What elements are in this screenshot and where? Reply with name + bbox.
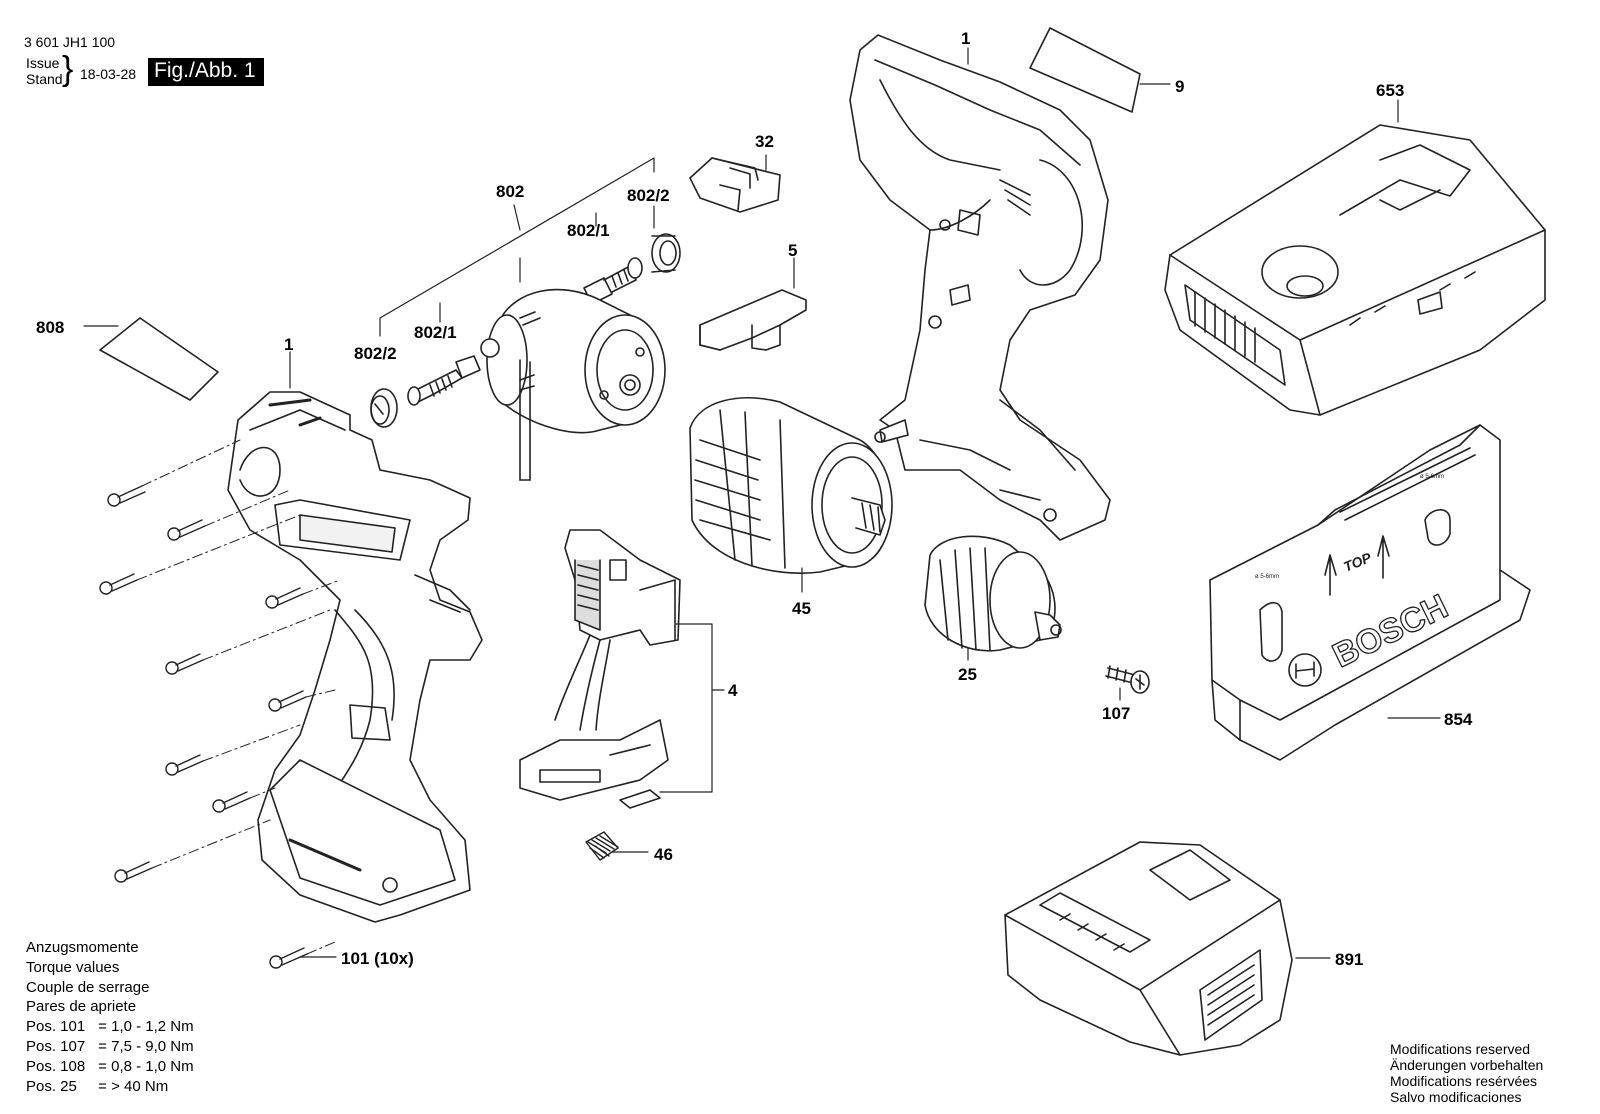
callout-101: 101 (10x) — [341, 949, 414, 968]
modifications-line: Modifications reserved — [1390, 1041, 1531, 1057]
callout-808: 808 — [36, 318, 64, 337]
issue-label: Issue — [26, 55, 60, 71]
torque-row: Pos. 25 = > 40 Nm — [26, 1077, 194, 1097]
torque-value: = 7,5 - 9,0 Nm — [98, 1037, 194, 1055]
callout-32: 32 — [755, 132, 774, 151]
torque-row: Pos. 108 = 0,8 - 1,0 Nm — [26, 1057, 194, 1077]
part-32-slider — [689, 157, 781, 213]
part-1-housing-left — [227, 391, 483, 923]
part-802-2-cap-right — [651, 233, 681, 273]
part-653-charger — [1164, 124, 1546, 416]
part-45-gearbox — [689, 397, 893, 574]
callout-1-left: 1 — [284, 335, 293, 354]
callout-labels: 808 1 802/2 802/1 802 802/1 802/2 32 5 1… — [36, 29, 1473, 969]
part-5-switch — [699, 289, 807, 351]
torque-value: = 1,0 - 1,2 Nm — [98, 1018, 194, 1036]
callout-46: 46 — [654, 845, 673, 864]
torque-title-es: Pares de apriete — [26, 998, 137, 1016]
torque-pos: Pos. 108 — [26, 1057, 86, 1075]
modifications-line: Salvo modificaciones — [1390, 1089, 1522, 1105]
callout-891: 891 — [1335, 950, 1363, 969]
callout-45: 45 — [792, 599, 811, 618]
screw-101-j — [269, 947, 308, 969]
callout-802: 802 — [496, 182, 524, 201]
part-802-motor — [480, 288, 666, 481]
callout-802-1-left: 802/1 — [414, 323, 457, 342]
modifications-notice: Modifications reserved Änderungen vorbeh… — [1390, 1041, 1543, 1105]
torque-pos: Pos. 25 — [26, 1077, 77, 1095]
torque-title-de: Anzugsmomente — [26, 939, 139, 956]
part-107-screw — [1105, 665, 1150, 694]
modifications-line: Modifications resérvées — [1390, 1073, 1538, 1089]
part-46-spring — [585, 831, 619, 861]
torque-value: = 0,8 - 1,0 Nm — [98, 1057, 194, 1075]
guide-hole-left-text: ø 5-6mm — [1255, 574, 1279, 580]
callout-9: 9 — [1175, 77, 1184, 96]
alignment-lines — [136, 439, 341, 955]
screw-101-b — [167, 519, 206, 541]
issue-labels: Issue Stand — [26, 55, 63, 87]
part-802-2-cap-left — [370, 388, 398, 428]
torque-pos: Pos. 101 — [26, 1018, 86, 1036]
guide-hole-right-text: ø 5-6mm — [1420, 474, 1444, 480]
screw-101-h — [212, 791, 251, 813]
torque-row: Pos. 107 = 7,5 - 9,0 Nm — [26, 1037, 194, 1057]
callout-1-right: 1 — [961, 29, 970, 48]
part-4-switch-module — [519, 529, 681, 809]
part-802-1-brush-left — [407, 355, 481, 406]
modifications-line: Änderungen vorbehalten — [1390, 1057, 1544, 1073]
callout-854: 854 — [1444, 710, 1473, 729]
document-number: 3 601 JH1 100 — [24, 34, 116, 50]
part-1-housing-right — [849, 34, 1111, 541]
callout-802-2-left: 802/2 — [354, 344, 397, 363]
part-9-label — [1029, 27, 1141, 113]
callout-107: 107 — [1102, 704, 1130, 723]
screw-101-g — [165, 754, 204, 776]
torque-value: = > 40 Nm — [98, 1077, 169, 1095]
stand-label: Stand — [26, 71, 63, 87]
torque-title-fr: Couple de serrage — [26, 978, 150, 996]
torque-row: Pos. 101 = 1,0 - 1,2 Nm — [26, 1017, 194, 1037]
screw-101-c — [99, 573, 138, 595]
screw-101-a — [107, 485, 146, 507]
part-25-chuck — [924, 535, 1062, 652]
torque-notes: Anzugsmomente Torque values Couple de se… — [26, 938, 194, 1096]
issue-date: 18-03-28 — [80, 66, 137, 82]
torque-title-en: Torque values — [26, 958, 120, 976]
part-808-label — [99, 317, 219, 401]
brace-glyph: } — [62, 50, 74, 88]
figure-label: Fig./Abb. 1 — [148, 58, 264, 86]
part-891-battery — [1004, 841, 1293, 1056]
screw-101-i — [114, 861, 153, 883]
screw-101-f — [268, 690, 307, 712]
screw-101-d — [265, 587, 304, 609]
callout-802-1-right: 802/1 — [567, 221, 610, 240]
callout-4: 4 — [728, 681, 738, 700]
callout-25: 25 — [958, 665, 977, 684]
leader-lines — [83, 47, 1441, 959]
torque-pos: Pos. 107 — [26, 1037, 86, 1055]
callout-653: 653 — [1376, 81, 1404, 100]
part-854-guide: TOP BOSCH ø 5-6mm ø 5-6mm — [1209, 424, 1531, 761]
callout-802-2-right: 802/2 — [627, 186, 670, 205]
screw-101-e — [165, 653, 204, 675]
callout-5: 5 — [788, 241, 797, 260]
screws-101 — [99, 485, 308, 969]
